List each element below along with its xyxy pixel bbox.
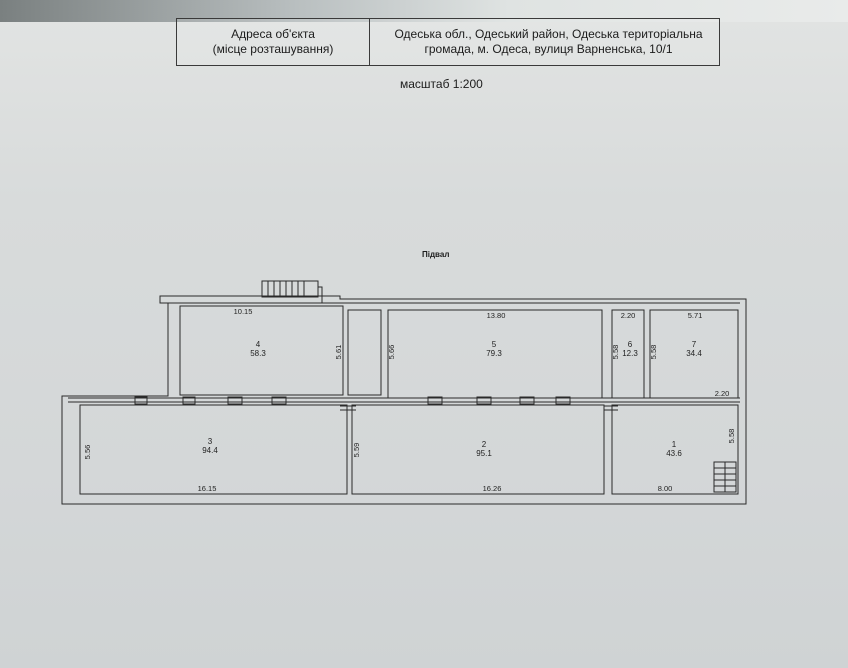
- dim-room2-height: 5.59: [352, 443, 361, 458]
- address-table: Адреса об'єкта (місце розташування) Одес…: [176, 18, 720, 66]
- dim-room4-height: 5.61: [334, 345, 343, 360]
- dim-room6-width: 2.20: [621, 311, 636, 320]
- room-7-number: 7: [692, 340, 697, 349]
- room-6-number: 6: [628, 340, 633, 349]
- dim-room7-height: 5.58: [649, 345, 658, 360]
- floor-title: Підвал: [422, 250, 450, 259]
- room-1-number: 1: [672, 440, 677, 449]
- dim-corridor-height: 5.66: [387, 345, 396, 360]
- room-2-outline: [351, 404, 605, 495]
- dim-room6-height: 5.58: [611, 345, 620, 360]
- room-5-area: 79.3: [486, 349, 502, 358]
- room-7-area: 34.4: [686, 349, 702, 358]
- photo-edge-shadow: [0, 0, 848, 22]
- room-2-area: 95.1: [476, 449, 492, 458]
- room-3-number: 3: [208, 437, 213, 446]
- address-value-cell: Одеська обл., Одеський район, Одеська те…: [370, 19, 719, 65]
- room-3-area: 94.4: [202, 446, 218, 455]
- room-4-area: 58.3: [250, 349, 266, 358]
- corridor-outline: [347, 309, 382, 396]
- dim-room7-bottom: 2.20: [715, 389, 730, 398]
- dim-room4-width: 10.15: [234, 307, 253, 316]
- dim-room2-width: 16.26: [483, 484, 502, 493]
- room-1-area: 43.6: [666, 449, 682, 458]
- dim-room3-height: 5.56: [83, 445, 92, 460]
- address-label-line1: Адреса об'єкта: [231, 27, 315, 41]
- address-value-line2: громада, м. Одеса, вулиця Варненська, 10…: [424, 42, 673, 56]
- dim-room3-width: 16.15: [198, 484, 217, 493]
- room-4-outline: [179, 305, 344, 396]
- room-2-number: 2: [482, 440, 487, 449]
- dim-room7-width: 5.71: [688, 311, 703, 320]
- outer-wall: [61, 295, 747, 505]
- dim-room1-width: 8.00: [658, 484, 673, 493]
- dim-room5-width: 13.80: [487, 311, 506, 320]
- address-label-cell: Адреса об'єкта (місце розташування): [177, 19, 370, 65]
- room-5-number: 5: [492, 340, 497, 349]
- address-label-line2: (місце розташування): [212, 42, 334, 56]
- address-value-line1: Одеська обл., Одеський район, Одеська те…: [394, 27, 703, 41]
- dim-room1-height: 5.58: [727, 429, 736, 444]
- scale-label: масштаб 1:200: [400, 77, 483, 91]
- stair-top: [261, 280, 319, 298]
- room-3-outline: [79, 404, 348, 495]
- room-1-outline: [611, 404, 739, 495]
- room-4-number: 4: [256, 340, 261, 349]
- room-6-area: 12.3: [622, 349, 638, 358]
